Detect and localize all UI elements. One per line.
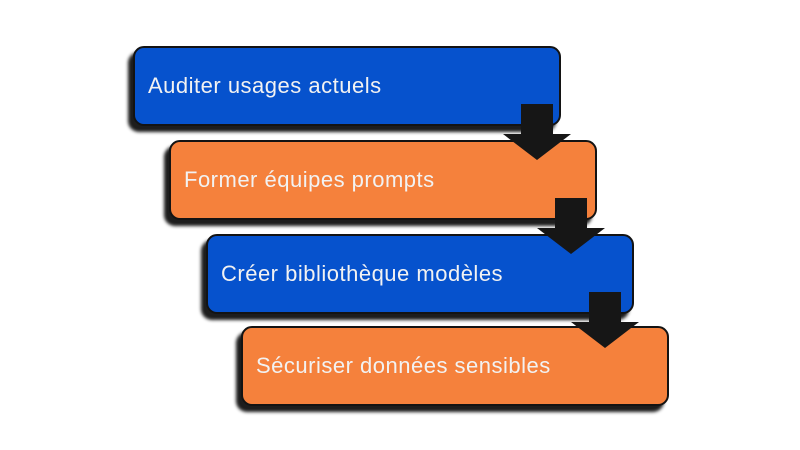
step-label-2: Former équipes prompts [184, 167, 435, 192]
step-label-3: Créer bibliothèque modèles [221, 261, 504, 286]
down-arrow-icon [503, 104, 571, 160]
step-label-4: Sécuriser données sensibles [256, 353, 551, 378]
down-arrow-shape [571, 292, 639, 348]
down-arrow-shape [503, 104, 571, 160]
step-box-3: Créer bibliothèque modèles [206, 234, 634, 314]
down-arrow-icon [571, 292, 639, 348]
down-arrow-icon [537, 198, 605, 254]
down-arrow-shape [537, 198, 605, 254]
step-box-1: Auditer usages actuels [133, 46, 561, 126]
step-label-1: Auditer usages actuels [148, 73, 382, 98]
step-box-2: Former équipes prompts [169, 140, 597, 220]
